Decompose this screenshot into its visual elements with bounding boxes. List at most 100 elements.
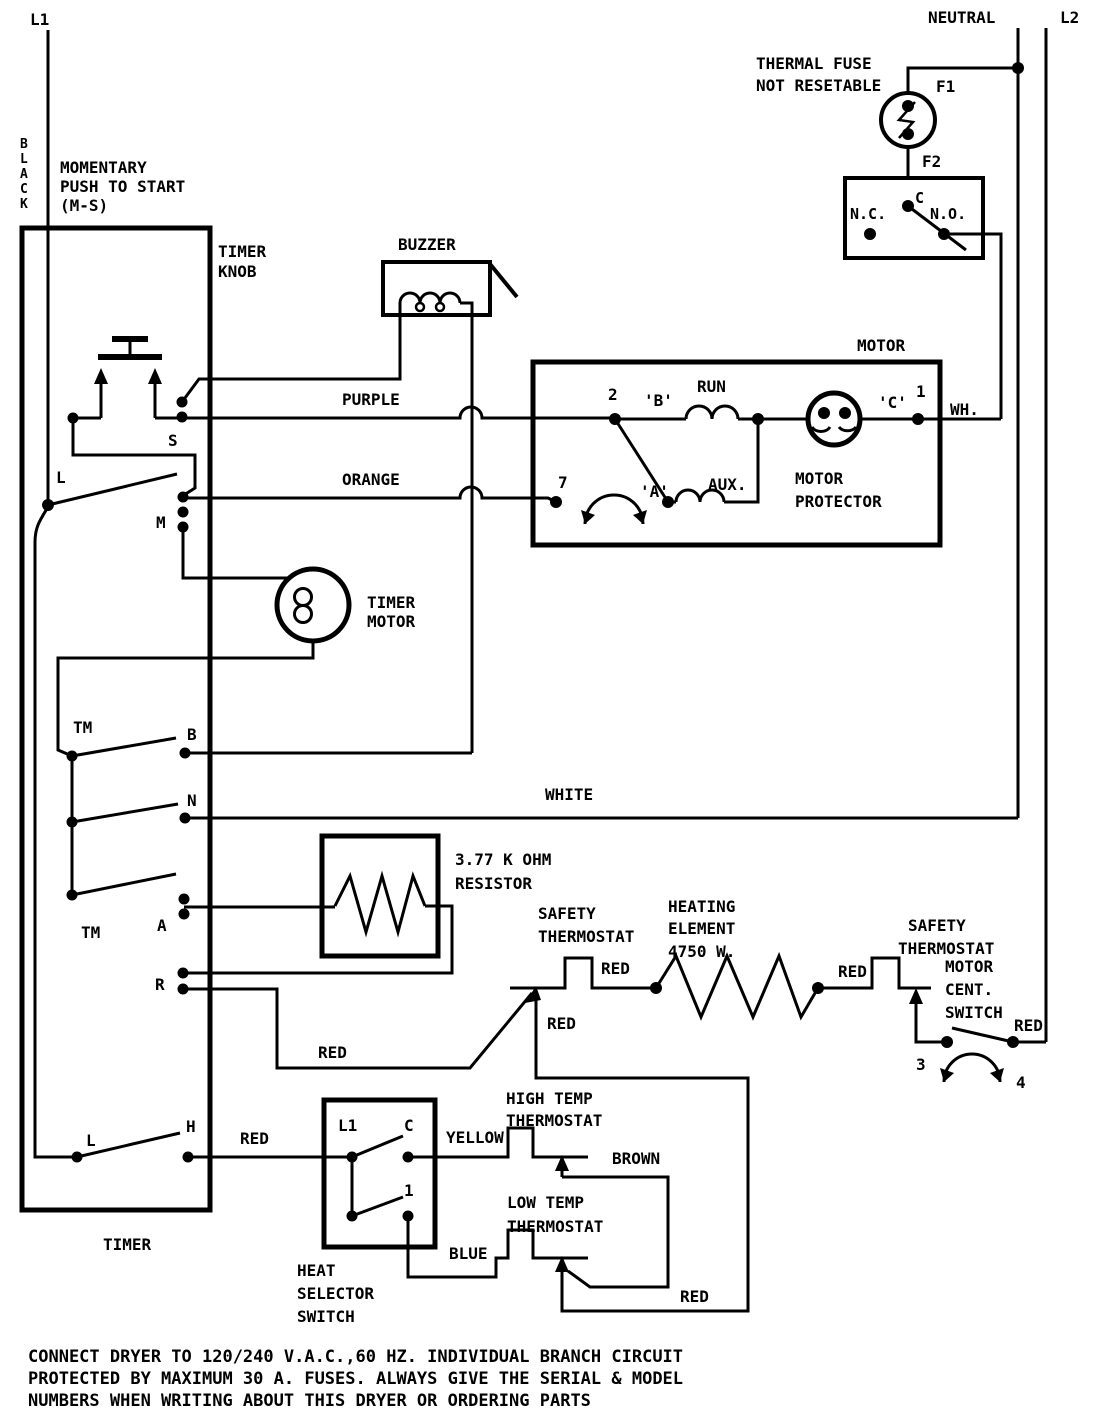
motor-arc-head: [581, 510, 595, 524]
label-l-lower: L: [86, 1131, 96, 1150]
tm-pivot-1: [66, 750, 78, 762]
low-temp-arm-arrow: [555, 1256, 569, 1272]
nc-terminal: [864, 228, 876, 240]
protector-dot: [839, 407, 851, 419]
caption-line-1: CONNECT DRYER TO 120/240 V.A.C.,60 HZ. I…: [28, 1347, 683, 1367]
label-neutral: NEUTRAL: [928, 8, 995, 27]
tm-pivot-3: [66, 889, 78, 901]
label-red: RED: [601, 959, 630, 978]
cent-terminal-4: [1007, 1036, 1019, 1048]
buzzer-box: [381, 260, 492, 317]
push-start-contact: [67, 412, 79, 424]
neutral-junction: [1012, 62, 1024, 74]
label-high-temp-thermostat: THERMOSTAT: [506, 1111, 602, 1130]
l-lower-contact: [71, 1151, 83, 1163]
label-high-temp-thermostat: HIGH TEMP: [506, 1089, 593, 1108]
heat-selector-box: [321, 1097, 438, 1250]
cent-switch-arc: [942, 1052, 1002, 1083]
label-red: RED: [240, 1129, 269, 1148]
start-to-m-wire: [71, 418, 197, 497]
label-orange: ORANGE: [342, 470, 400, 489]
label-l-upper: L: [56, 468, 66, 487]
aux-coil: [674, 488, 726, 503]
label-momentary: MOMENTARY: [60, 158, 147, 177]
timer-box: [19, 225, 213, 1213]
label-black: B: [20, 137, 28, 152]
components: [19, 91, 985, 1250]
brown-wire: [562, 1175, 670, 1289]
labels: L1 NEUTRAL L2 B L A C K MOMENTARY PUSH T…: [20, 8, 1079, 1411]
thermal-fuse-top-wire: [906, 66, 1018, 93]
label-f1: F1: [936, 77, 955, 96]
label-red: RED: [547, 1014, 576, 1033]
label-timer-knob: TIMER: [218, 242, 267, 261]
label-not-resetable: NOT RESETABLE: [756, 76, 881, 95]
r-contact: [177, 983, 189, 995]
label-heat-selector: SWITCH: [297, 1307, 355, 1326]
safety-thermostat-left: [510, 956, 656, 990]
h-contact: [182, 1151, 194, 1163]
label-terminal-3: 3: [916, 1055, 926, 1074]
label-motor-cent-switch: MOTOR: [945, 957, 994, 976]
label-thermal-fuse: THERMAL FUSE: [756, 54, 872, 73]
label-motor-protector: MOTOR: [795, 469, 844, 488]
no-terminal: [938, 228, 950, 240]
f1-dot: [902, 128, 914, 140]
label-selector-1: 1: [404, 1181, 414, 1200]
protector-dot: [818, 407, 830, 419]
motor-arc: [583, 493, 645, 525]
tm-pivot-2: [66, 816, 78, 828]
label-a-contact: A: [157, 916, 167, 935]
label-tm-upper: TM: [73, 718, 92, 737]
buzzer-striker: [488, 262, 519, 299]
label-red: RED: [838, 962, 867, 981]
motor-blade: [613, 418, 670, 503]
heating-element-zigzag: [654, 951, 820, 1021]
resistor-box: [319, 833, 441, 959]
motor-node: [752, 413, 764, 425]
m-contact: [177, 491, 189, 503]
label-resistor-value: 3.77 K OHM: [455, 850, 551, 869]
element-terminal: [812, 982, 824, 994]
element-terminal: [650, 982, 662, 994]
protector-contact-arcs: [810, 425, 858, 433]
label-c-winding: 'C': [878, 393, 907, 412]
label-blue: BLUE: [449, 1244, 488, 1263]
motor-terminal-1: [912, 413, 924, 425]
label-buzzer: BUZZER: [398, 235, 456, 254]
a-contact: [178, 908, 190, 920]
label-nc: N.C.: [850, 205, 886, 223]
label-brown: BROWN: [612, 1149, 660, 1168]
thermostat-to-cent-switch: [914, 994, 942, 1044]
label-r-contact: R: [155, 975, 165, 994]
red-return-wire: [534, 990, 750, 1313]
label-terminal-4: 4: [1016, 1073, 1026, 1092]
label-timer: TIMER: [103, 1235, 152, 1254]
left-thermostat-arm-arrow: [525, 986, 541, 1003]
selector-l1-terminal: [346, 1151, 358, 1163]
no-terminal-wire: [944, 232, 1003, 419]
arrowheads: [94, 368, 1004, 1272]
motor-terminal-2: [609, 413, 621, 425]
label-terminal-2: 2: [608, 385, 618, 404]
buzzer-coil-loop: [434, 301, 446, 313]
label-yellow: YELLOW: [446, 1128, 504, 1147]
label-b-winding: 'B': [644, 391, 673, 410]
s-to-buzzer-wire: [180, 303, 402, 403]
label-selector-c: C: [404, 1116, 414, 1135]
label-l2: L2: [1060, 8, 1079, 27]
label-safety-thermostat-left: THERMOSTAT: [538, 927, 634, 946]
label-safety-thermostat-left: SAFETY: [538, 904, 596, 923]
f1-dot: [902, 100, 914, 112]
push-arrow-left: [94, 368, 108, 384]
label-low-temp-thermostat: THERMOSTAT: [507, 1217, 603, 1236]
label-heating-element: ELEMENT: [668, 919, 735, 938]
motor-terminal-a: [662, 496, 674, 508]
label-motor-cent-switch: SWITCH: [945, 1003, 1003, 1022]
timer-motor-coil: [293, 604, 313, 624]
s-contact: [176, 411, 188, 423]
label-l1: L1: [30, 10, 49, 29]
cent-arc-head: [940, 1068, 954, 1082]
